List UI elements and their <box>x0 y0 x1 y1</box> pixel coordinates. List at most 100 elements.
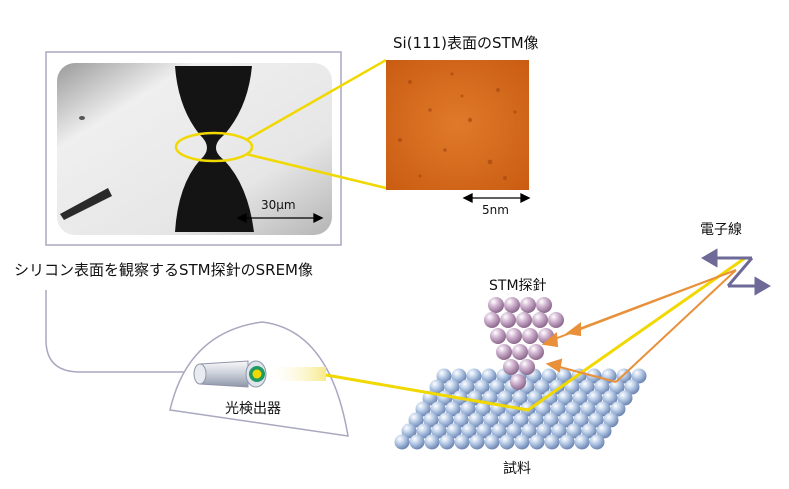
electron-beam-label: 電子線 <box>700 222 742 238</box>
atom <box>506 328 522 344</box>
atom <box>423 412 439 428</box>
atom <box>424 434 440 450</box>
atom <box>543 412 559 428</box>
stm-image-title: Si(111)表面のSTM像 <box>393 34 539 52</box>
atom <box>408 412 424 428</box>
atom <box>491 423 507 439</box>
atom <box>438 412 454 428</box>
atom <box>484 312 500 328</box>
atom <box>430 401 446 417</box>
scatter-arrows <box>541 269 737 383</box>
atom <box>594 379 610 395</box>
atom <box>394 434 410 450</box>
atom <box>514 434 530 450</box>
atom <box>454 434 470 450</box>
atom <box>520 297 536 313</box>
atom <box>631 368 647 384</box>
atom <box>444 379 460 395</box>
atom <box>536 423 552 439</box>
stm-probe-atoms <box>484 297 564 390</box>
atom <box>481 368 497 384</box>
atom <box>573 412 589 428</box>
atom <box>445 401 461 417</box>
atom <box>548 312 564 328</box>
atom <box>429 379 445 395</box>
atom <box>519 359 535 375</box>
atom <box>522 328 538 344</box>
srem-scale-label: 30μm <box>261 198 296 212</box>
detector-icon <box>193 360 267 388</box>
atom <box>453 412 469 428</box>
atom <box>512 344 528 360</box>
atom <box>617 390 633 406</box>
srem-scale-bar <box>236 212 324 224</box>
atom <box>504 297 520 313</box>
stm-scale-label: 5nm <box>482 203 509 217</box>
atom <box>439 434 455 450</box>
atom <box>544 434 560 450</box>
atom <box>469 434 485 450</box>
atom <box>557 390 573 406</box>
atom <box>490 328 506 344</box>
atom <box>459 379 475 395</box>
atom <box>595 401 611 417</box>
atom <box>559 434 575 450</box>
electron-beam-icon <box>701 248 771 296</box>
detector-label: 光検出器 <box>225 401 281 417</box>
atom <box>581 423 597 439</box>
atom <box>409 434 425 450</box>
atom <box>446 423 462 439</box>
atom <box>542 390 558 406</box>
atom <box>532 312 548 328</box>
atom <box>503 359 519 375</box>
atom <box>609 379 625 395</box>
atom <box>484 434 500 450</box>
light-path <box>325 256 746 412</box>
atom <box>488 297 504 313</box>
probe-label: STM探針 <box>489 278 547 294</box>
atom <box>610 401 626 417</box>
atom <box>558 412 574 428</box>
atom <box>415 401 431 417</box>
atom <box>574 434 590 450</box>
atom <box>550 401 566 417</box>
srem-caption: シリコン表面を観察するSTM探針のSREM像 <box>14 261 313 279</box>
atom <box>416 423 432 439</box>
atom <box>528 344 544 360</box>
atom <box>528 412 544 428</box>
stm-scale-bar <box>462 192 531 204</box>
signal-fiber <box>45 290 198 373</box>
atom <box>499 434 515 450</box>
atom <box>596 423 612 439</box>
atom <box>603 412 619 428</box>
atom <box>476 423 492 439</box>
atom <box>498 412 514 428</box>
atom <box>461 423 477 439</box>
atom <box>556 368 572 384</box>
atom <box>624 379 640 395</box>
atom <box>489 379 505 395</box>
atom <box>541 368 557 384</box>
atom <box>460 401 476 417</box>
atom <box>535 401 551 417</box>
atom <box>572 390 588 406</box>
atom <box>506 423 522 439</box>
atom <box>451 368 467 384</box>
atom <box>468 412 484 428</box>
atom <box>580 401 596 417</box>
atom <box>431 423 447 439</box>
atom <box>475 401 491 417</box>
sample-label: 試料 <box>503 461 531 477</box>
atom <box>534 379 550 395</box>
atom <box>510 374 526 390</box>
atom <box>529 434 545 450</box>
atom <box>521 423 537 439</box>
atom <box>436 368 452 384</box>
atom <box>579 379 595 395</box>
atom <box>588 412 604 428</box>
atom <box>497 390 513 406</box>
stm-image <box>386 60 529 190</box>
atom <box>589 434 605 450</box>
atom <box>401 423 417 439</box>
